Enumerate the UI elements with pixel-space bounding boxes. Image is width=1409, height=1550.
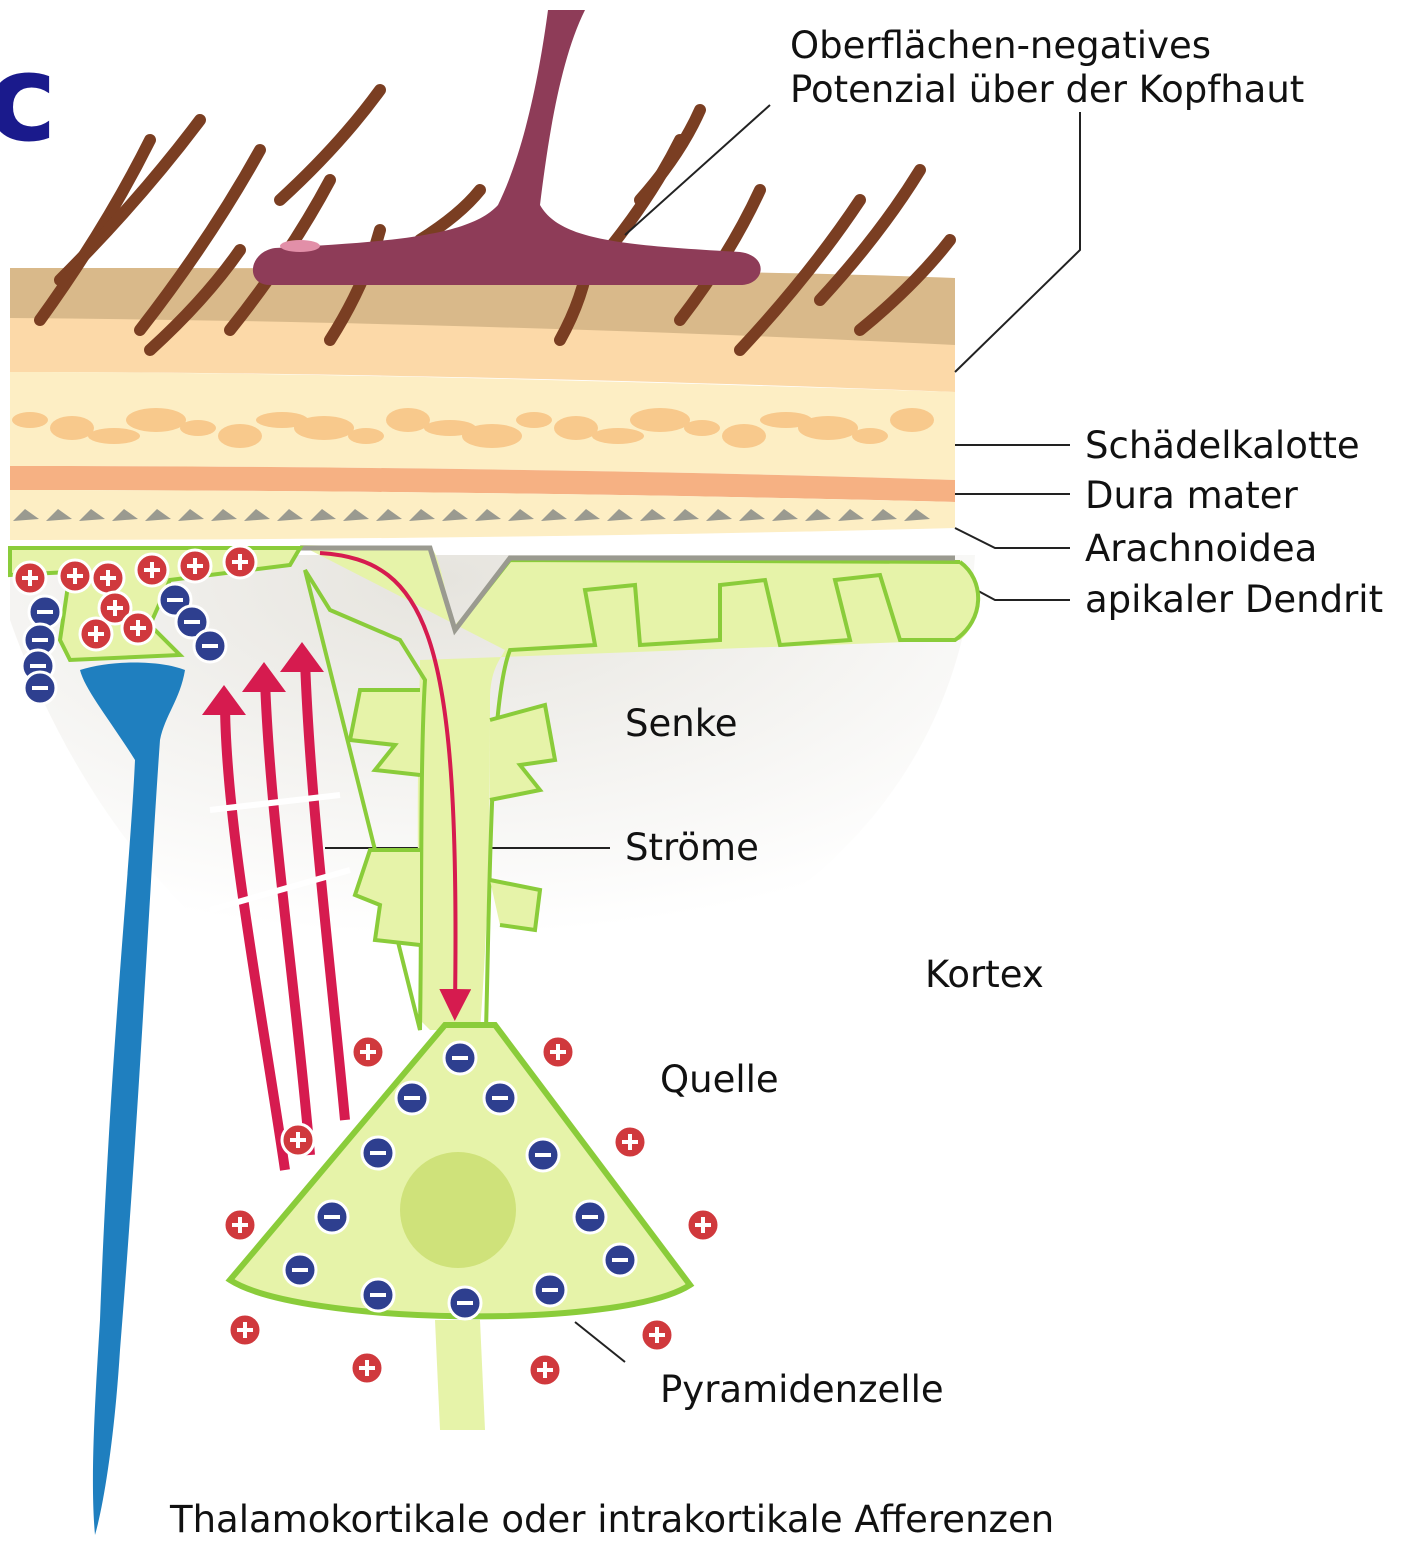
negative-charge xyxy=(484,1082,516,1114)
positive-charge xyxy=(122,612,154,644)
label-dura: Dura mater xyxy=(1085,474,1298,518)
negative-charge xyxy=(284,1254,316,1286)
negative-charge xyxy=(316,1201,348,1233)
scalp-pointer xyxy=(955,112,1080,372)
positive-charge xyxy=(59,560,91,592)
negative-charge xyxy=(527,1139,559,1171)
positive-charge xyxy=(687,1209,719,1241)
negative-charge xyxy=(574,1201,606,1233)
negative-charge xyxy=(604,1244,636,1276)
arachnoid-pointer xyxy=(955,528,1070,548)
hair-strand xyxy=(640,110,700,200)
bone-spot xyxy=(554,416,598,440)
bone-spot xyxy=(798,416,858,440)
negative-charge xyxy=(362,1137,394,1169)
positive-charge xyxy=(641,1319,673,1351)
bone-spot xyxy=(890,408,934,432)
negative-charge xyxy=(24,672,56,704)
positive-charge xyxy=(351,1352,383,1384)
positive-charge xyxy=(542,1036,574,1068)
corner-glyph: c xyxy=(0,40,57,160)
bone-spot xyxy=(348,428,384,444)
label-arachnoid: Arachnoidea xyxy=(1085,527,1317,571)
pyramidal-pointer xyxy=(575,1322,625,1362)
negative-charge xyxy=(29,596,61,628)
label-surface-potential-2: Potenzial über der Kopfhaut xyxy=(790,68,1304,112)
label-currents: Ströme xyxy=(625,826,759,870)
bone-spot xyxy=(722,424,766,448)
label-pyramidal-cell: Pyramidenzelle xyxy=(660,1368,944,1412)
positive-charge xyxy=(224,546,256,578)
label-sink: Senke xyxy=(625,702,738,746)
negative-charge xyxy=(396,1082,428,1114)
positive-charge xyxy=(614,1126,646,1158)
pyramidal-axon xyxy=(435,1320,485,1430)
bone-spot xyxy=(462,424,522,448)
bone-spot xyxy=(386,408,430,432)
positive-charge xyxy=(224,1209,256,1241)
negative-charge xyxy=(194,630,226,662)
bone-spot xyxy=(126,408,186,432)
positive-charge xyxy=(14,562,46,594)
bone-spot xyxy=(592,428,644,444)
positive-charge xyxy=(352,1036,384,1068)
label-afferents: Thalamokortikale oder intrakortikale Aff… xyxy=(170,1498,1054,1542)
bone-spot xyxy=(294,416,354,440)
positive-charge xyxy=(282,1124,314,1156)
label-skull: Schädelkalotte xyxy=(1085,424,1360,468)
pyramidal-nucleus xyxy=(400,1152,516,1268)
electrode-highlight xyxy=(280,240,320,252)
label-cortex: Kortex xyxy=(925,953,1044,997)
negative-charge xyxy=(362,1279,394,1311)
bone-spot xyxy=(88,428,140,444)
positive-charge xyxy=(136,554,168,586)
negative-charge xyxy=(534,1274,566,1306)
positive-charge xyxy=(80,618,112,650)
bone-spot xyxy=(852,428,888,444)
label-surface-potential-1: Oberflächen-negatives xyxy=(790,24,1211,68)
positive-charge xyxy=(229,1314,261,1346)
positive-charge xyxy=(92,562,124,594)
bone-spot xyxy=(218,424,262,448)
positive-charge xyxy=(179,550,211,582)
negative-charge xyxy=(444,1042,476,1074)
bone-spot xyxy=(516,412,552,428)
negative-charge xyxy=(449,1287,481,1319)
label-apical-dendrite: apikaler Dendrit xyxy=(1085,578,1383,622)
bone-spot xyxy=(50,416,94,440)
bone-spot xyxy=(12,412,48,428)
positive-charge xyxy=(529,1354,561,1386)
bone-spot xyxy=(684,420,720,436)
bone-spot xyxy=(630,408,690,432)
bone-spot xyxy=(180,420,216,436)
hair-strand xyxy=(60,120,200,280)
label-source: Quelle xyxy=(660,1058,779,1102)
